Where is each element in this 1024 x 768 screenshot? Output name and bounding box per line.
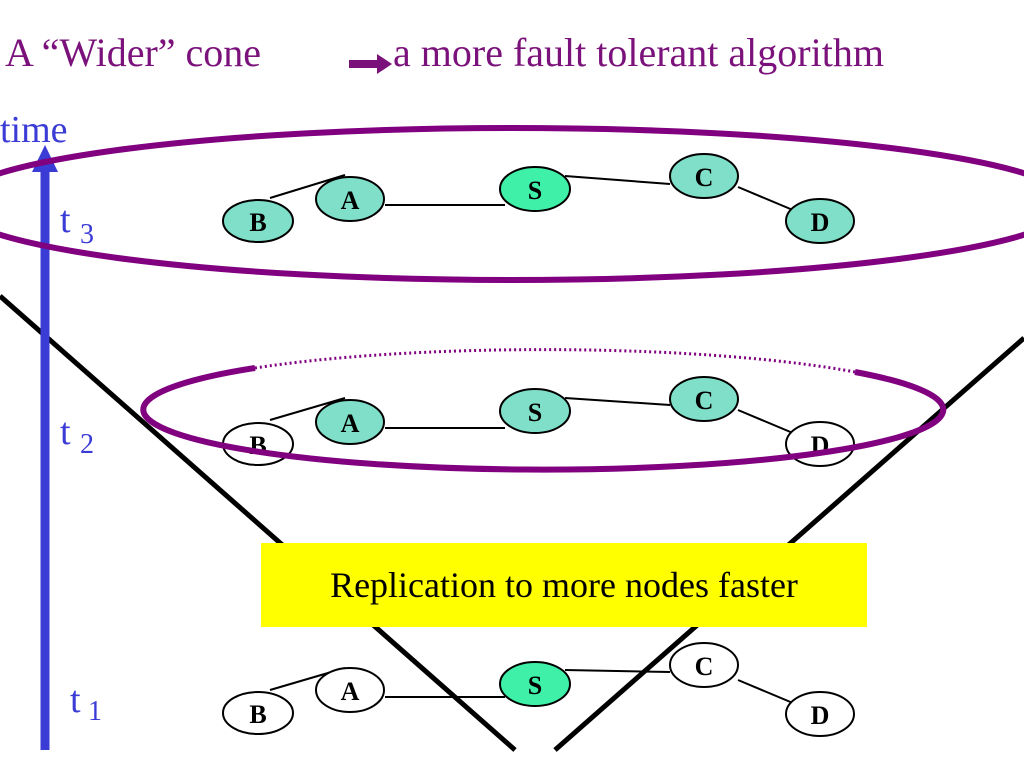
time-axis: time (0, 109, 68, 750)
node-a-t2: A (315, 399, 385, 445)
title-text-left: A “Wider” cone (5, 30, 261, 75)
time-axis-label: time (0, 109, 68, 151)
edge-b-a (269, 174, 346, 199)
node-s-t2: S (499, 388, 571, 434)
level-label-t2-sub: 2 (80, 429, 94, 460)
level-label-t1-sub: 1 (88, 696, 102, 727)
node-label: A (341, 677, 360, 706)
edge-s-c (564, 397, 671, 406)
graph-t2: B A S C D (222, 376, 855, 467)
node-b-t2: B (222, 422, 294, 466)
node-label: A (341, 186, 360, 215)
level-label-t1-base: t (70, 679, 81, 721)
node-a-t1: A (315, 667, 385, 713)
node-label: S (528, 176, 542, 205)
edge-s-c (564, 669, 671, 673)
edge-s-c (564, 175, 671, 185)
ring-t2-front (140, 365, 947, 473)
node-label: C (695, 386, 714, 415)
node-b-t3: B (222, 199, 294, 243)
graph-t1: B A S C D (222, 642, 855, 737)
node-d-t3: D (785, 198, 855, 244)
node-label: B (249, 431, 266, 460)
node-s-t3: S (499, 166, 571, 212)
title-text-right: a more fault tolerant algorithm (393, 30, 884, 75)
node-c-t3: C (669, 153, 739, 199)
graph-t3: B A S C D (222, 153, 855, 244)
node-label: D (811, 208, 830, 237)
node-label: B (249, 700, 266, 729)
ring-t2 (140, 348, 947, 473)
edge-c-d (737, 186, 801, 214)
level-label-t1: t 1 (70, 679, 102, 727)
slide-title: A “Wider” cone a more fault tolerant alg… (5, 30, 884, 75)
node-label: C (695, 163, 714, 192)
edge-c-d (737, 409, 801, 437)
node-label: A (341, 409, 360, 438)
level-label-t2: t 2 (60, 411, 94, 460)
node-b-t1: B (222, 691, 294, 735)
ring-t2-back (254, 348, 856, 374)
node-c-t1: C (669, 642, 739, 688)
node-label: B (249, 208, 266, 237)
ring-t3 (0, 125, 1024, 283)
level-label-t3: t 3 (60, 199, 94, 250)
level-label-t2-base: t (60, 411, 71, 453)
node-s-t1: S (499, 661, 571, 707)
node-a-t3: A (315, 176, 385, 222)
edge-b-a (269, 397, 346, 421)
node-label: S (528, 671, 542, 700)
node-label: D (811, 701, 830, 730)
cone-left-edge (0, 294, 517, 752)
callout-text: Replication to more nodes faster (330, 565, 798, 605)
right-arrow-icon (349, 54, 392, 74)
node-d-t1: D (785, 691, 855, 737)
node-c-t2: C (669, 376, 739, 422)
node-label: S (528, 398, 542, 427)
node-d-t2: D (785, 421, 855, 467)
edge-c-d (737, 679, 801, 707)
callout-box: Replication to more nodes faster (261, 543, 867, 627)
callout-background (261, 543, 867, 627)
level-label-t3-sub: 3 (80, 219, 94, 250)
node-label: C (695, 652, 714, 681)
level-label-t3-base: t (60, 199, 71, 241)
